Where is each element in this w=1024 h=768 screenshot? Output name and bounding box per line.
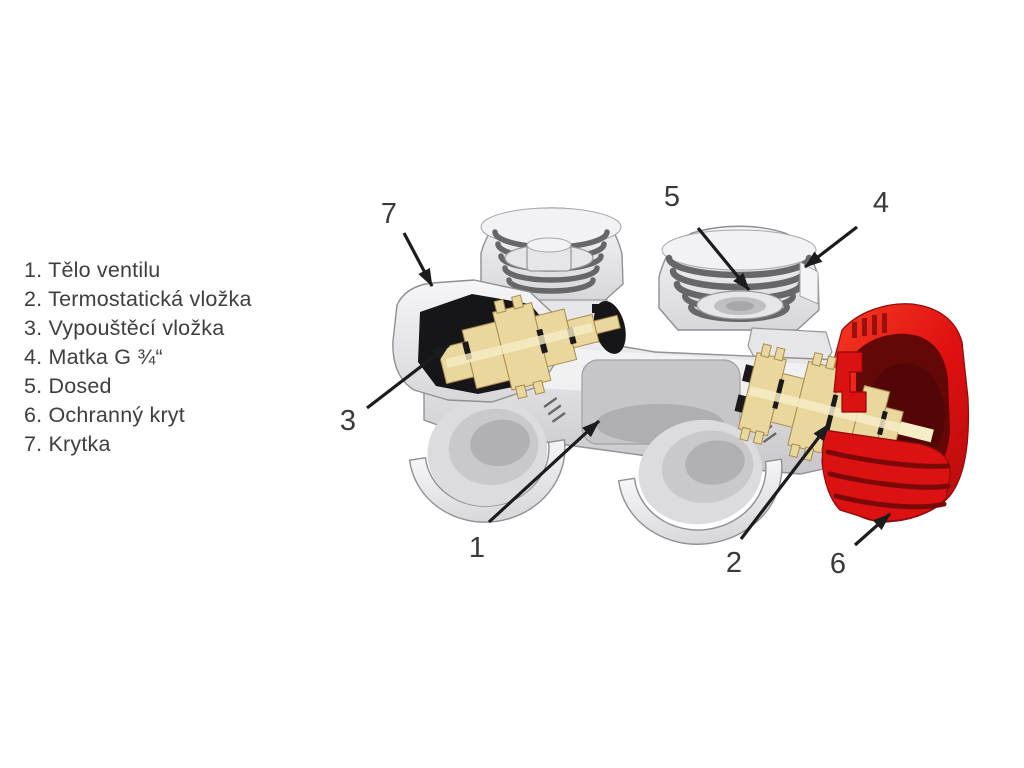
callout-number-6: 6 <box>830 548 846 580</box>
callout-number-4: 4 <box>873 187 889 219</box>
thermostatic-insert <box>734 343 934 462</box>
legend-item-1: 1. Tělo ventilu <box>24 258 161 282</box>
outlet-port-right <box>617 417 783 545</box>
callout-arrow-2 <box>739 423 831 540</box>
callout-arrow-6 <box>853 512 892 547</box>
legend-item-5: 5. Dosed <box>24 374 112 398</box>
nut-g34 <box>658 225 833 369</box>
callout-number-7: 7 <box>381 198 397 230</box>
callout-arrow-3 <box>366 343 450 410</box>
legend-item-4: 4. Matka G ¾“ <box>24 345 163 369</box>
callout-arrow-7 <box>402 232 434 287</box>
callout-arrows <box>366 225 892 547</box>
protective-cover-front <box>821 351 951 522</box>
drain-insert <box>437 294 626 400</box>
legend-item-3: 3. Vypouštěcí vložka <box>24 316 225 340</box>
parts-legend: 1. Tělo ventilu 2. Termostatická vložka … <box>24 256 252 459</box>
callout-number-2: 2 <box>726 547 742 579</box>
legend-item-7: 7. Krytka <box>24 432 111 456</box>
callout-arrow-5 <box>696 226 751 292</box>
callout-arrow-4 <box>804 225 858 269</box>
callout-number-1: 1 <box>469 532 485 564</box>
legend-item-6: 6. Ochranný kryt <box>24 403 185 427</box>
callout-number-5: 5 <box>664 181 680 213</box>
outlet-port-left <box>408 397 566 523</box>
legend-item-2: 2. Termostatická vložka <box>24 287 252 311</box>
callout-arrow-1 <box>487 419 601 524</box>
valve-seat <box>696 290 784 320</box>
callout-number-3: 3 <box>340 405 356 437</box>
callout-numbers: 1 2 3 4 5 6 7 <box>340 181 889 580</box>
